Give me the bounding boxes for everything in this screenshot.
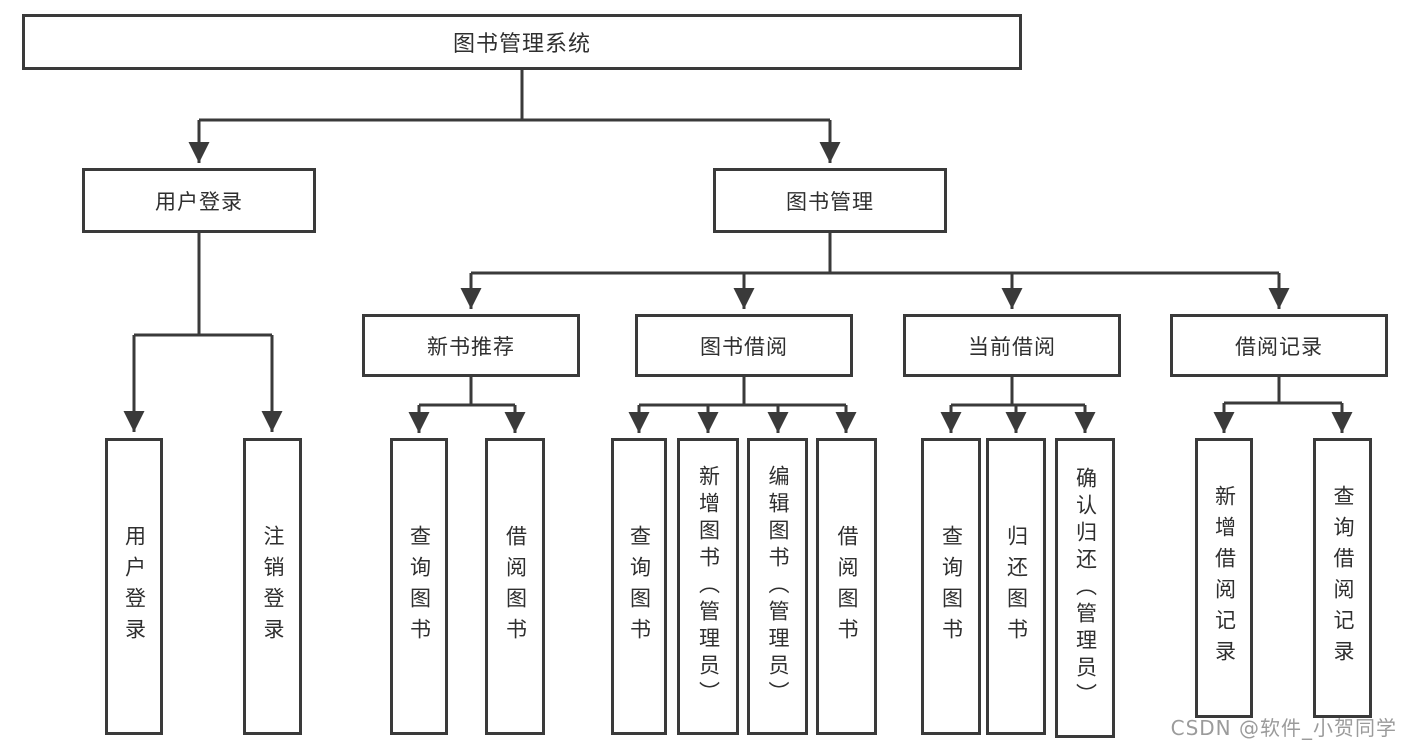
node-user-login-label: 用户登录 xyxy=(155,189,243,214)
node-leaf-logout: 注销登录 xyxy=(243,438,302,735)
node-leaf-add-borrow-record-label: 新增借阅记录 xyxy=(1212,485,1237,671)
node-new-book-recommend-label: 新书推荐 xyxy=(427,334,515,359)
node-book-management-label: 图书管理 xyxy=(786,189,874,214)
node-leaf-query-borrow-record: 查询借阅记录 xyxy=(1313,438,1372,718)
node-leaf-return-books-label: 归还图书 xyxy=(1004,524,1029,649)
node-leaf-query-books-recommend: 查询图书 xyxy=(390,438,448,735)
node-leaf-query-borrow-record-label: 查询借阅记录 xyxy=(1331,485,1355,671)
node-leaf-add-borrow-record: 新增借阅记录 xyxy=(1195,438,1253,718)
node-book-management: 图书管理 xyxy=(713,168,947,233)
node-leaf-login-label: 用户登录 xyxy=(122,524,147,649)
node-leaf-logout-label: 注销登录 xyxy=(261,524,285,649)
node-book-borrow: 图书借阅 xyxy=(635,314,853,377)
node-leaf-login: 用户登录 xyxy=(105,438,163,735)
node-leaf-edit-books-admin-label: 编辑图书（管理员） xyxy=(766,465,790,708)
node-leaf-confirm-return-admin: 确认归还（管理员） xyxy=(1055,438,1115,738)
node-current-borrow: 当前借阅 xyxy=(903,314,1121,377)
watermark: CSDN @软件_小贺同学 xyxy=(1170,716,1397,740)
node-leaf-borrow-books: 借阅图书 xyxy=(816,438,877,735)
node-new-book-recommend: 新书推荐 xyxy=(362,314,580,377)
node-borrow-records: 借阅记录 xyxy=(1170,314,1388,377)
node-leaf-return-books: 归还图书 xyxy=(986,438,1046,735)
node-leaf-query-books-current-label: 查询图书 xyxy=(939,524,964,649)
node-leaf-query-books-recommend-label: 查询图书 xyxy=(407,524,432,649)
node-root-system: 图书管理系统 xyxy=(22,14,1022,70)
node-leaf-query-books-current: 查询图书 xyxy=(921,438,981,735)
node-book-borrow-label: 图书借阅 xyxy=(700,334,788,359)
node-user-login: 用户登录 xyxy=(82,168,316,233)
node-borrow-records-label: 借阅记录 xyxy=(1235,334,1323,359)
node-root-label: 图书管理系统 xyxy=(452,32,591,57)
node-leaf-borrow-books-recommend-label: 借阅图书 xyxy=(503,524,528,649)
node-leaf-borrow-books-label: 借阅图书 xyxy=(835,524,859,649)
node-leaf-add-books-admin-label: 新增图书（管理员） xyxy=(696,465,721,708)
node-leaf-add-books-admin: 新增图书（管理员） xyxy=(677,438,739,735)
node-leaf-borrow-books-recommend: 借阅图书 xyxy=(485,438,545,735)
node-leaf-confirm-return-admin-label: 确认归还（管理员） xyxy=(1073,466,1098,710)
node-leaf-query-books-borrow: 查询图书 xyxy=(611,438,667,735)
node-leaf-edit-books-admin: 编辑图书（管理员） xyxy=(747,438,808,735)
node-leaf-query-books-borrow-label: 查询图书 xyxy=(627,524,652,649)
node-current-borrow-label: 当前借阅 xyxy=(968,334,1056,359)
